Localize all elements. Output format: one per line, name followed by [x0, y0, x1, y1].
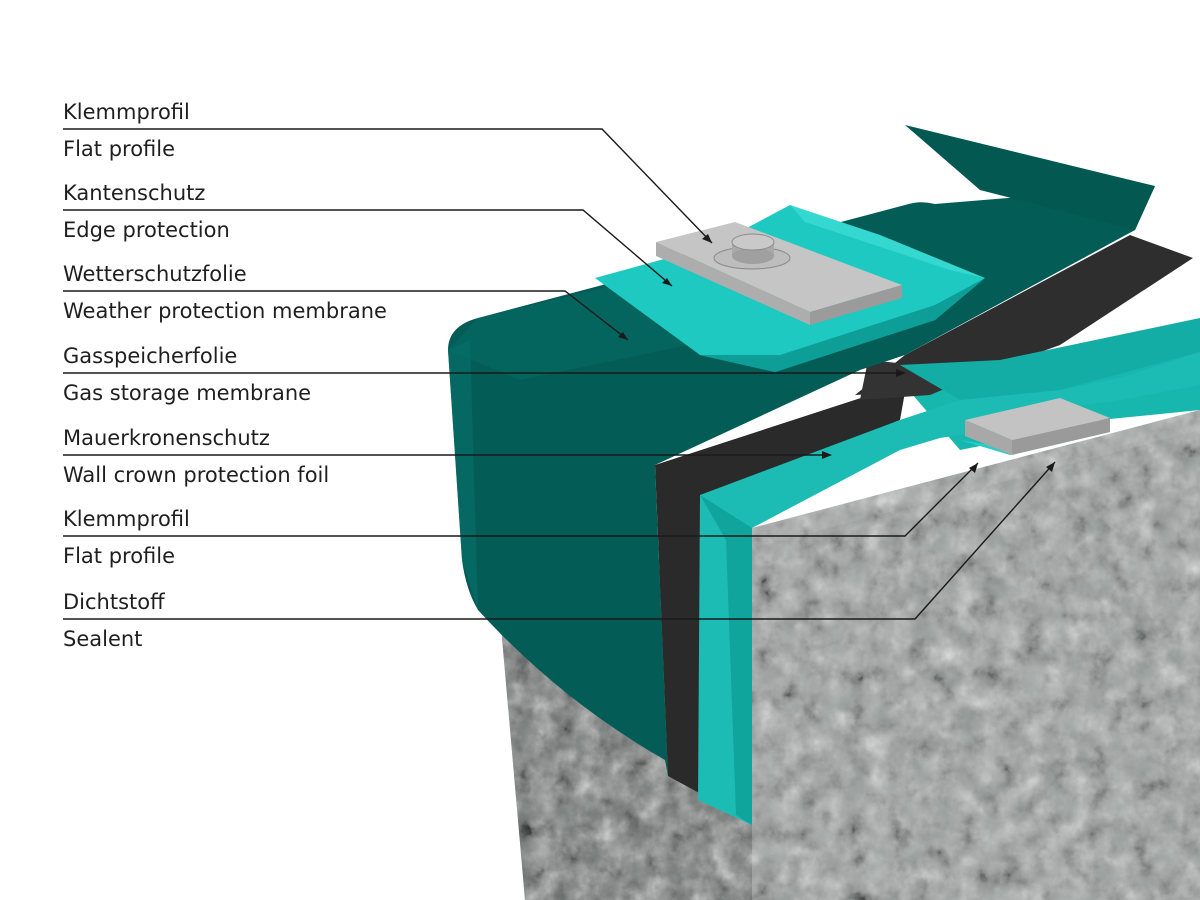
- leader-line-1: [63, 128, 713, 244]
- label-7-german: Dichtstoff: [63, 590, 165, 614]
- label-3-english: Weather protection membrane: [63, 299, 387, 323]
- label-1-german: Klemmprofil: [63, 100, 190, 124]
- label-2-german: Kantenschutz: [63, 181, 206, 205]
- leader-lines: [63, 128, 1056, 620]
- upper-flat-profile: [656, 222, 902, 325]
- leader-line-6: [63, 462, 979, 537]
- label-2-english: Edge protection: [63, 218, 230, 242]
- label-4-english: Gas storage membrane: [63, 381, 312, 405]
- leader-line-2: [63, 209, 673, 287]
- label-3-german: Wetterschutzfolie: [63, 262, 247, 286]
- label-5-german: Mauerkronenschutz: [63, 426, 270, 450]
- leader-line-7: [63, 461, 1056, 620]
- wall-crown-protection-foil: [698, 318, 1200, 825]
- label-6-german: Klemmprofil: [63, 507, 190, 531]
- label-7-english: Sealent: [63, 627, 143, 651]
- leader-arrowheads: [618, 234, 1055, 473]
- label-6-english: Flat profile: [63, 544, 176, 568]
- label-1-english: Flat profile: [63, 137, 176, 161]
- label-4-german: Gasspeicherfolie: [63, 344, 238, 368]
- label-5-english: Wall crown protection foil: [63, 463, 330, 487]
- leader-line-3: [63, 290, 629, 341]
- lower-flat-profile: [965, 398, 1110, 455]
